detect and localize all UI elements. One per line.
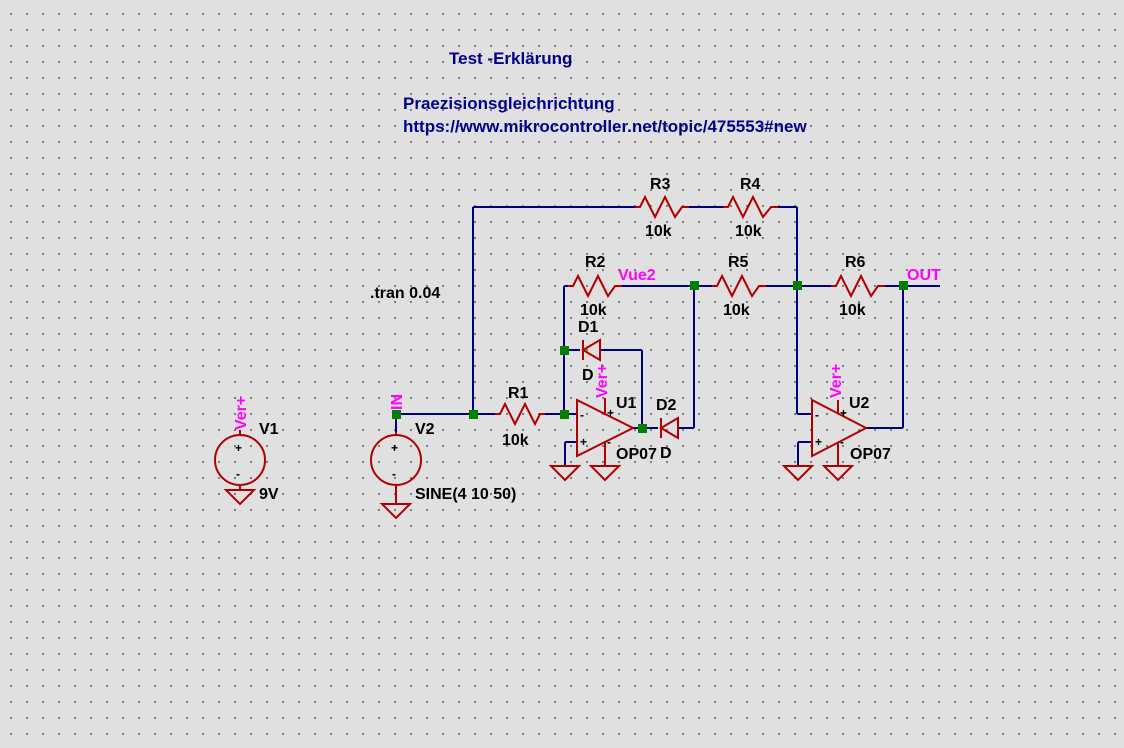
r3-name: R3	[650, 176, 671, 193]
resistor-r4[interactable]: R4 10k	[723, 176, 778, 240]
junction-dot	[690, 281, 699, 290]
u1-model: OP07	[616, 446, 657, 463]
resistor-r2[interactable]: R2 10k	[568, 254, 622, 319]
r2-name: R2	[585, 254, 606, 271]
v2-value: SINE(4 10 50)	[415, 486, 516, 503]
u1-minus-sign: -	[580, 408, 584, 422]
junctions	[392, 281, 908, 433]
diode-d1[interactable]: D1 D	[578, 319, 601, 384]
ground-symbol	[223, 489, 257, 506]
resistor-r6[interactable]: R6 10k	[831, 254, 885, 319]
v1-minus-sign: -	[236, 467, 240, 481]
resistor-symbol[interactable]	[712, 273, 766, 299]
r4-value: 10k	[735, 223, 762, 240]
u1-name: U1	[616, 395, 637, 412]
v1-name: V1	[259, 421, 279, 438]
r5-value: 10k	[723, 302, 750, 319]
resistor-symbol[interactable]	[495, 401, 545, 427]
junction-dot	[560, 346, 569, 355]
grounds	[223, 465, 855, 520]
junction-dot	[469, 410, 478, 419]
resistor-r1[interactable]: R1 10k	[495, 385, 545, 449]
diode-d2[interactable]: D2 D	[656, 397, 679, 462]
ground-symbol	[781, 465, 815, 482]
diode-triangle[interactable]	[659, 416, 679, 440]
r6-name: R6	[845, 254, 866, 271]
u1-ver-net-label[interactable]: Ver+	[594, 364, 611, 398]
resistor-symbol[interactable]	[635, 194, 689, 220]
voltage-source-v2[interactable]: + - V2 SINE(4 10 50) IN	[370, 394, 516, 504]
opamp-u2[interactable]: - + + - U2 OP07 Ver+	[811, 364, 891, 466]
junction-dot	[560, 410, 569, 419]
v1-ver-net-label[interactable]: Ver+	[233, 396, 250, 430]
ground-symbol	[821, 465, 855, 482]
resistor-r5[interactable]: R5 10k	[712, 254, 766, 319]
resistor-symbol[interactable]	[831, 273, 885, 299]
u1-supply-plus-sign: +	[607, 406, 614, 420]
d2-name: D2	[656, 397, 677, 414]
v2-plus-sign: +	[391, 441, 398, 455]
junction-dot	[392, 410, 401, 419]
junction-dot	[899, 281, 908, 290]
r5-name: R5	[728, 254, 749, 271]
tran-directive[interactable]: .tran 0.04	[370, 285, 440, 302]
resistor-symbol[interactable]	[723, 194, 778, 220]
d2-model: D	[660, 445, 672, 462]
url-comment: https://www.mikrocontroller.net/topic/47…	[403, 117, 807, 136]
junction-dot	[793, 281, 802, 290]
resistor-symbol[interactable]	[568, 273, 622, 299]
u1-supply-minus-sign: -	[607, 435, 611, 449]
u2-supply-plus-sign: +	[840, 406, 847, 420]
v2-minus-sign: -	[392, 467, 396, 481]
opamp-u1[interactable]: - + + - U1 OP07 Ver+	[576, 364, 657, 466]
u2-supply-minus-sign: -	[840, 435, 844, 449]
junction-dot	[638, 424, 647, 433]
title-comment: Test -Erklärung	[449, 49, 572, 68]
wires[interactable]	[395, 206, 940, 466]
u2-minus-sign: -	[815, 408, 819, 422]
r3-value: 10k	[645, 223, 672, 240]
u2-ver-net-label[interactable]: Ver+	[828, 364, 845, 398]
ground-symbol	[379, 503, 413, 520]
v1-plus-sign: +	[235, 441, 242, 455]
ground-symbol	[588, 465, 622, 482]
diode-triangle[interactable]	[581, 338, 601, 362]
voltage-source-v1[interactable]: + - V1 9V Ver+	[214, 396, 279, 503]
v2-name: V2	[415, 421, 435, 438]
r6-value: 10k	[839, 302, 866, 319]
ground-symbol	[548, 465, 582, 482]
r1-value: 10k	[502, 432, 529, 449]
resistor-r3[interactable]: R3 10k	[635, 176, 689, 240]
description-comment: Praezisionsgleichrichtung	[403, 94, 615, 113]
u2-name: U2	[849, 395, 870, 412]
u1-plus-sign: +	[580, 435, 587, 449]
u2-plus-sign: +	[815, 435, 822, 449]
in-net-label[interactable]: IN	[389, 394, 406, 410]
r2-value: 10k	[580, 302, 607, 319]
out-net-label[interactable]: OUT	[907, 267, 941, 284]
d1-model: D	[582, 367, 594, 384]
d1-name: D1	[578, 319, 599, 336]
r4-name: R4	[740, 176, 761, 193]
v1-value: 9V	[259, 486, 279, 503]
r1-name: R1	[508, 385, 529, 402]
vue2-net-label[interactable]: Vue2	[618, 267, 656, 284]
u2-model: OP07	[850, 446, 891, 463]
